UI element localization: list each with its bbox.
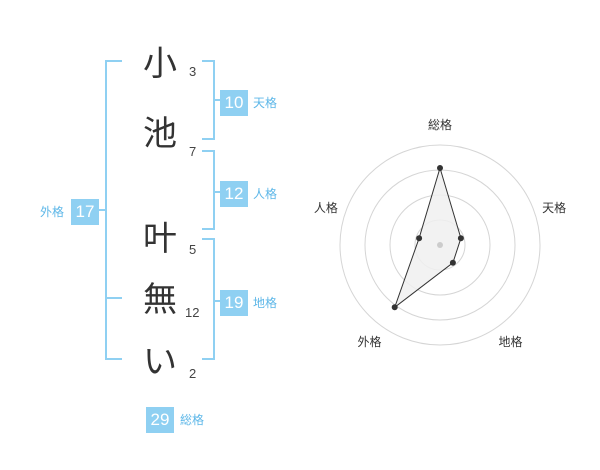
chikaku-bracket — [202, 238, 215, 360]
name-char-3: 叶 — [143, 219, 177, 259]
radar-chart: 総格天格地格 外格 人格 — [300, 110, 590, 360]
radar-axis-label-5: 人格 — [314, 200, 338, 215]
radar-axis-label-1: 総格 — [428, 117, 452, 132]
stroke-count-5: 2 — [189, 366, 197, 381]
radar-point-2 — [457, 235, 464, 242]
soukaku-label: 総格 — [180, 413, 205, 427]
stroke-count-4: 12 — [185, 305, 200, 320]
name-char-2: 池 — [143, 114, 177, 154]
radar-axis-label-3: 地格 — [498, 334, 522, 349]
stroke-count-1: 3 — [189, 64, 197, 79]
tenkaku-bracket-stem — [214, 99, 220, 101]
stroke-count-2: 7 — [189, 144, 197, 159]
name-char-1: 小 — [143, 44, 177, 84]
name-char-4: 無 — [143, 280, 177, 320]
jinkaku-label: 人格 — [253, 187, 278, 201]
radar-axis-label-4: 外格 — [357, 334, 381, 349]
radar-grid-ring-4 — [339, 144, 541, 346]
jinkaku-bracket-stem — [214, 191, 220, 193]
gaikaku-value-badge: 17 — [71, 199, 99, 225]
stroke-count-3: 5 — [189, 242, 197, 257]
tenkaku-value-badge: 10 — [220, 90, 248, 116]
chikaku-bracket-stem — [214, 300, 220, 302]
radar-point-3 — [449, 259, 456, 266]
tenkaku-label: 天格 — [253, 96, 278, 110]
radar-center-dot — [437, 242, 443, 248]
chikaku-value-badge: 19 — [220, 290, 248, 316]
chikaku-label: 地格 — [253, 296, 278, 310]
radar-point-5 — [416, 235, 423, 242]
jinkaku-value-badge: 12 — [220, 181, 248, 207]
radar-point-1 — [437, 165, 443, 171]
name-char-5: い — [143, 342, 177, 382]
radar-axis-label-2: 天格 — [542, 200, 566, 215]
gaikaku-label: 外格 — [40, 205, 65, 219]
gaikaku-bracket — [105, 60, 122, 360]
jinkaku-bracket — [202, 150, 215, 230]
gaikaku-bracket-joint — [105, 297, 122, 299]
soukaku-value-badge: 29 — [146, 407, 174, 433]
gaikaku-bracket-stem — [97, 209, 106, 211]
radar-data-area — [393, 166, 462, 309]
radar-point-4 — [391, 304, 398, 311]
